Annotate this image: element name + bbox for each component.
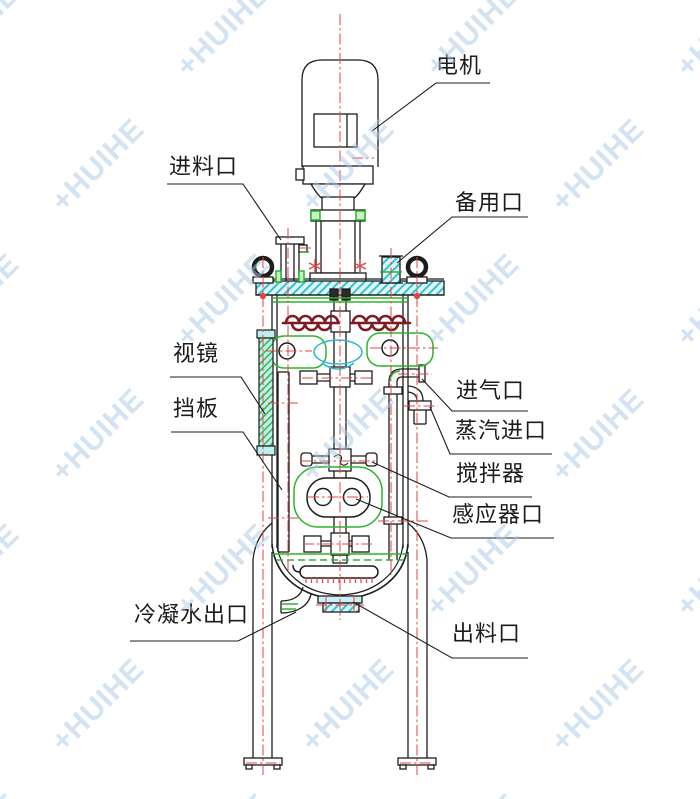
label-agitator: 搅拌器 <box>456 461 526 486</box>
leader-baffle <box>171 431 283 491</box>
gas-inlet-pipe <box>383 364 426 560</box>
leader-gas-inlet <box>421 378 528 412</box>
label-discharge-outlet: 出料口 <box>452 621 522 646</box>
label-sight-glass: 视镜 <box>173 341 220 366</box>
label-motor: 电机 <box>436 53 483 78</box>
sparger-pipe <box>292 564 379 579</box>
sight-glass-strip <box>256 329 276 456</box>
sensor-port-bubble <box>293 466 383 528</box>
support-leg-right <box>397 522 437 770</box>
drive-stand <box>309 209 367 284</box>
leader-lines <box>130 82 554 659</box>
condensate-elbow <box>280 586 312 614</box>
centerlines <box>246 14 438 776</box>
leader-steam-inlet <box>429 406 552 455</box>
motor-body <box>295 59 379 212</box>
label-condensate-outlet: 冷凝水出口 <box>134 602 250 627</box>
centerline-marks <box>259 259 421 612</box>
steam-inlet-pipe <box>407 385 432 425</box>
leader-sensor-port <box>355 498 554 539</box>
leader-discharge-outlet <box>352 601 528 659</box>
baffle-plate <box>277 371 290 553</box>
label-sensor-port: 感应器口 <box>452 502 545 527</box>
sight-port-right-bubble <box>366 332 434 367</box>
leader-spare-port <box>396 216 528 264</box>
label-baffle: 挡板 <box>173 396 220 421</box>
label-gas-inlet: 进气口 <box>456 378 526 403</box>
label-feed-inlet: 进料口 <box>169 154 239 179</box>
sparger-teeth <box>305 577 373 583</box>
motor-terminal-box <box>313 113 358 148</box>
vortex-swirl <box>313 339 363 370</box>
agitator-paddle-upper <box>299 366 373 388</box>
support-leg-left <box>243 522 283 770</box>
leader-sight-glass <box>170 376 266 415</box>
label-steam-inlet: 蒸汽进口 <box>455 418 548 443</box>
bolt-asterisk <box>308 259 367 273</box>
vessel-geometry <box>243 59 445 770</box>
leader-motor <box>371 82 490 132</box>
leader-condensate-outlet <box>130 611 297 642</box>
leader-feed-inlet <box>167 183 282 241</box>
label-spare-port: 备用口 <box>455 190 525 215</box>
leader-agitator <box>371 461 532 498</box>
